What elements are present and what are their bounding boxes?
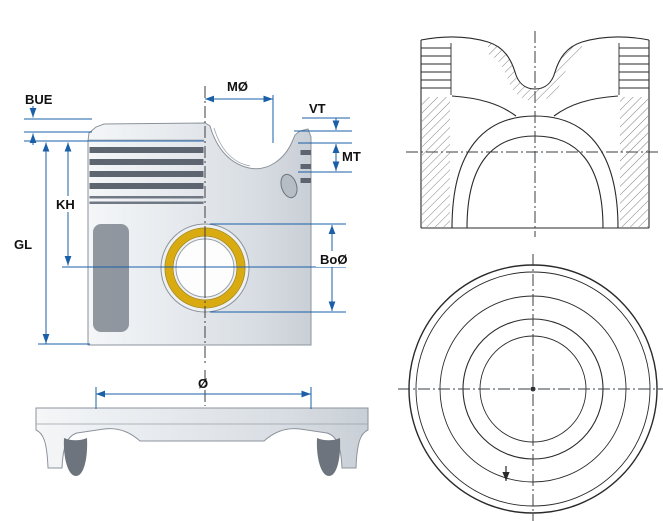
label-bo: BoØ (320, 252, 347, 267)
label-mo: MØ (227, 79, 248, 94)
pin-boss (63, 438, 88, 476)
label-bue: BUE (25, 92, 53, 107)
ring-grooves (89, 147, 311, 204)
section-hatching (422, 42, 648, 227)
dim-bo (210, 223, 346, 313)
main-section-view (87, 86, 312, 364)
label-kh-backdrop (52, 196, 79, 212)
dim-gl (38, 142, 90, 345)
ring-groove (89, 147, 204, 153)
top-circular-view (398, 254, 663, 521)
pin-boss (316, 438, 341, 476)
pin-bosses (63, 438, 341, 476)
ring-groove (89, 171, 204, 177)
side-section-view (406, 31, 661, 237)
hatch-left-wall (422, 97, 450, 227)
label-dia: Ø (198, 376, 208, 391)
valve-pocket (280, 173, 298, 199)
ring-groove-notch (300, 178, 311, 183)
skirt-shadow (93, 224, 129, 332)
ring-groove (89, 183, 204, 189)
dim-mt (298, 144, 352, 173)
ring-groove (89, 159, 204, 165)
dimension-labels: BUE GL KH MØ VT MT BoØ Ø (14, 79, 361, 391)
label-kh: KH (56, 197, 75, 212)
label-vt: VT (309, 101, 326, 116)
skirt-section (35, 407, 369, 469)
crown-underside-right (553, 95, 619, 117)
crown-underside-left (451, 95, 517, 117)
bottom-section-view (35, 370, 369, 476)
oil-ring-line (89, 196, 204, 199)
oil-ring-line (89, 201, 204, 204)
dim-bue (24, 106, 92, 145)
dim-dia (95, 387, 312, 409)
bowl-highlight (213, 127, 251, 167)
ring-groove-notch (300, 164, 311, 169)
ring-groove-notch (300, 150, 311, 155)
dim-mo (205, 95, 274, 143)
dim-vt (294, 117, 352, 144)
label-mt: MT (342, 149, 361, 164)
label-bo-backdrop (316, 251, 358, 267)
hatch-crown (488, 42, 582, 101)
dimension-lines (24, 95, 352, 409)
label-gl: GL (14, 237, 32, 252)
ring-land-combs (421, 43, 649, 95)
hatch-right-wall (620, 97, 648, 227)
